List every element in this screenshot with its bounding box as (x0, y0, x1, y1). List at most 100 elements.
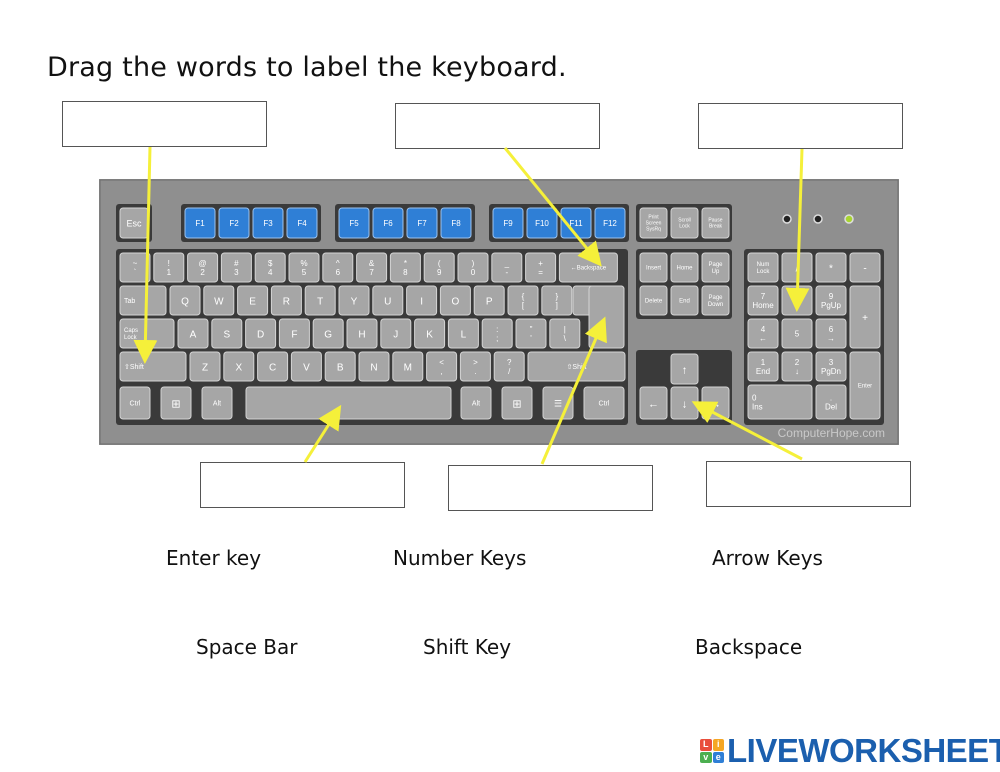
key-label: 6 (336, 268, 341, 277)
f-key: F7 (406, 207, 438, 239)
key-label: R (283, 297, 290, 308)
key-label: ( (438, 259, 441, 268)
key-label: ⊞ (512, 399, 521, 411)
key-label: 8 (795, 292, 800, 301)
key-label: End (756, 367, 770, 376)
letter-key: I (406, 285, 438, 316)
number-row-key: #3 (220, 252, 252, 283)
key-label: Ctrl (599, 401, 610, 408)
key-label: Screen (646, 221, 662, 227)
letter-key: S (211, 318, 243, 349)
key-label: ; (496, 334, 498, 343)
key-label: ' (530, 334, 532, 343)
key-label: - (863, 264, 866, 275)
drop-target-space-bar[interactable] (200, 462, 405, 508)
key-label: 6 (829, 325, 834, 334)
key-label: . (830, 394, 832, 403)
windows-key: ⊞ (501, 386, 533, 420)
key-label: F9 (503, 219, 513, 228)
key-label: Ins (752, 403, 763, 412)
caps-lock-light (813, 214, 823, 224)
key-panel (744, 249, 884, 425)
word-backspace[interactable]: Backspace (695, 635, 803, 659)
letter-key: :; (481, 318, 513, 349)
key-label: : (496, 325, 498, 334)
key-label: End (679, 299, 690, 305)
key-label: SysRq (646, 227, 661, 233)
f-key: F9 (492, 207, 524, 239)
number-row-key: *8 (389, 252, 421, 283)
instruction-text: Drag the words to label the keyboard. (47, 52, 567, 83)
key-label: P (486, 297, 493, 308)
f-key: F1 (184, 207, 216, 239)
key-label: O (452, 297, 460, 308)
key-label: % (300, 259, 307, 268)
key-label: Scroll (678, 218, 691, 224)
letter-key: Y (338, 285, 370, 316)
f-key: F5 (338, 207, 370, 239)
numpad-key: - (849, 252, 881, 283)
key-label: ) (472, 259, 475, 268)
number-row-key: += (525, 252, 557, 283)
key-label: Alt (213, 401, 221, 408)
number-row-key: %5 (288, 252, 320, 283)
numpad-number-key: 4← (747, 318, 779, 349)
word-arrow-keys[interactable]: Arrow Keys (712, 546, 823, 570)
letter-key: Z (189, 351, 221, 382)
key-label: N (370, 363, 377, 374)
word-space-bar[interactable]: Space Bar (196, 635, 298, 659)
key-label: F11 (569, 219, 583, 228)
right-arrow-key: → (701, 386, 730, 420)
key-label: $ (268, 259, 273, 268)
word-enter-key[interactable]: Enter key (166, 546, 262, 570)
number-row-key: &7 (356, 252, 388, 283)
key-label: K (426, 330, 433, 341)
key-label: # (234, 259, 239, 268)
key-label: Q (181, 297, 189, 308)
key-label: ? (507, 358, 512, 367)
key-label: Ctrl (130, 401, 141, 408)
tab-key: Tab (119, 285, 167, 316)
drop-target-shift[interactable] (62, 101, 267, 147)
f-key: F6 (372, 207, 404, 239)
enter-key-lower (588, 285, 625, 349)
key-label: / (796, 264, 799, 275)
numpad-plus-key: + (849, 285, 881, 349)
word-shift-key[interactable]: Shift Key (423, 635, 512, 659)
numpad-key: * (815, 252, 847, 283)
drop-target-enter[interactable] (448, 465, 653, 511)
f-key: F10 (526, 207, 558, 239)
key-label: > (473, 358, 478, 367)
key-label: J (393, 330, 398, 341)
key-label: Page (708, 295, 723, 301)
ctrl-key: Ctrl (119, 386, 151, 420)
key-label: Insert (646, 266, 661, 272)
nav-key: Delete (639, 285, 668, 316)
drop-target-arrow-keys[interactable] (706, 461, 911, 507)
drop-target-backspace[interactable] (395, 103, 600, 149)
word-number-keys[interactable]: Number Keys (393, 546, 527, 570)
key-label: Lock (757, 269, 771, 275)
key-label: [ (522, 301, 525, 310)
nav-key: Insert (639, 252, 668, 283)
key-label: W (214, 297, 224, 308)
drop-target-number-keys[interactable] (698, 103, 903, 149)
right-shift-key: ⇧Shift (527, 351, 626, 382)
key-label: 1 (761, 358, 766, 367)
letter-key: R (270, 285, 302, 316)
key-label: F6 (383, 219, 393, 228)
f-key: F12 (594, 207, 626, 239)
number-row-key: )0 (457, 252, 489, 283)
key-panel (335, 204, 475, 242)
key-label: ` (134, 268, 137, 277)
key-label: F (291, 330, 297, 341)
key-label: T (317, 297, 323, 308)
key-label: Lock (124, 335, 138, 341)
key-label: Home (676, 266, 693, 272)
